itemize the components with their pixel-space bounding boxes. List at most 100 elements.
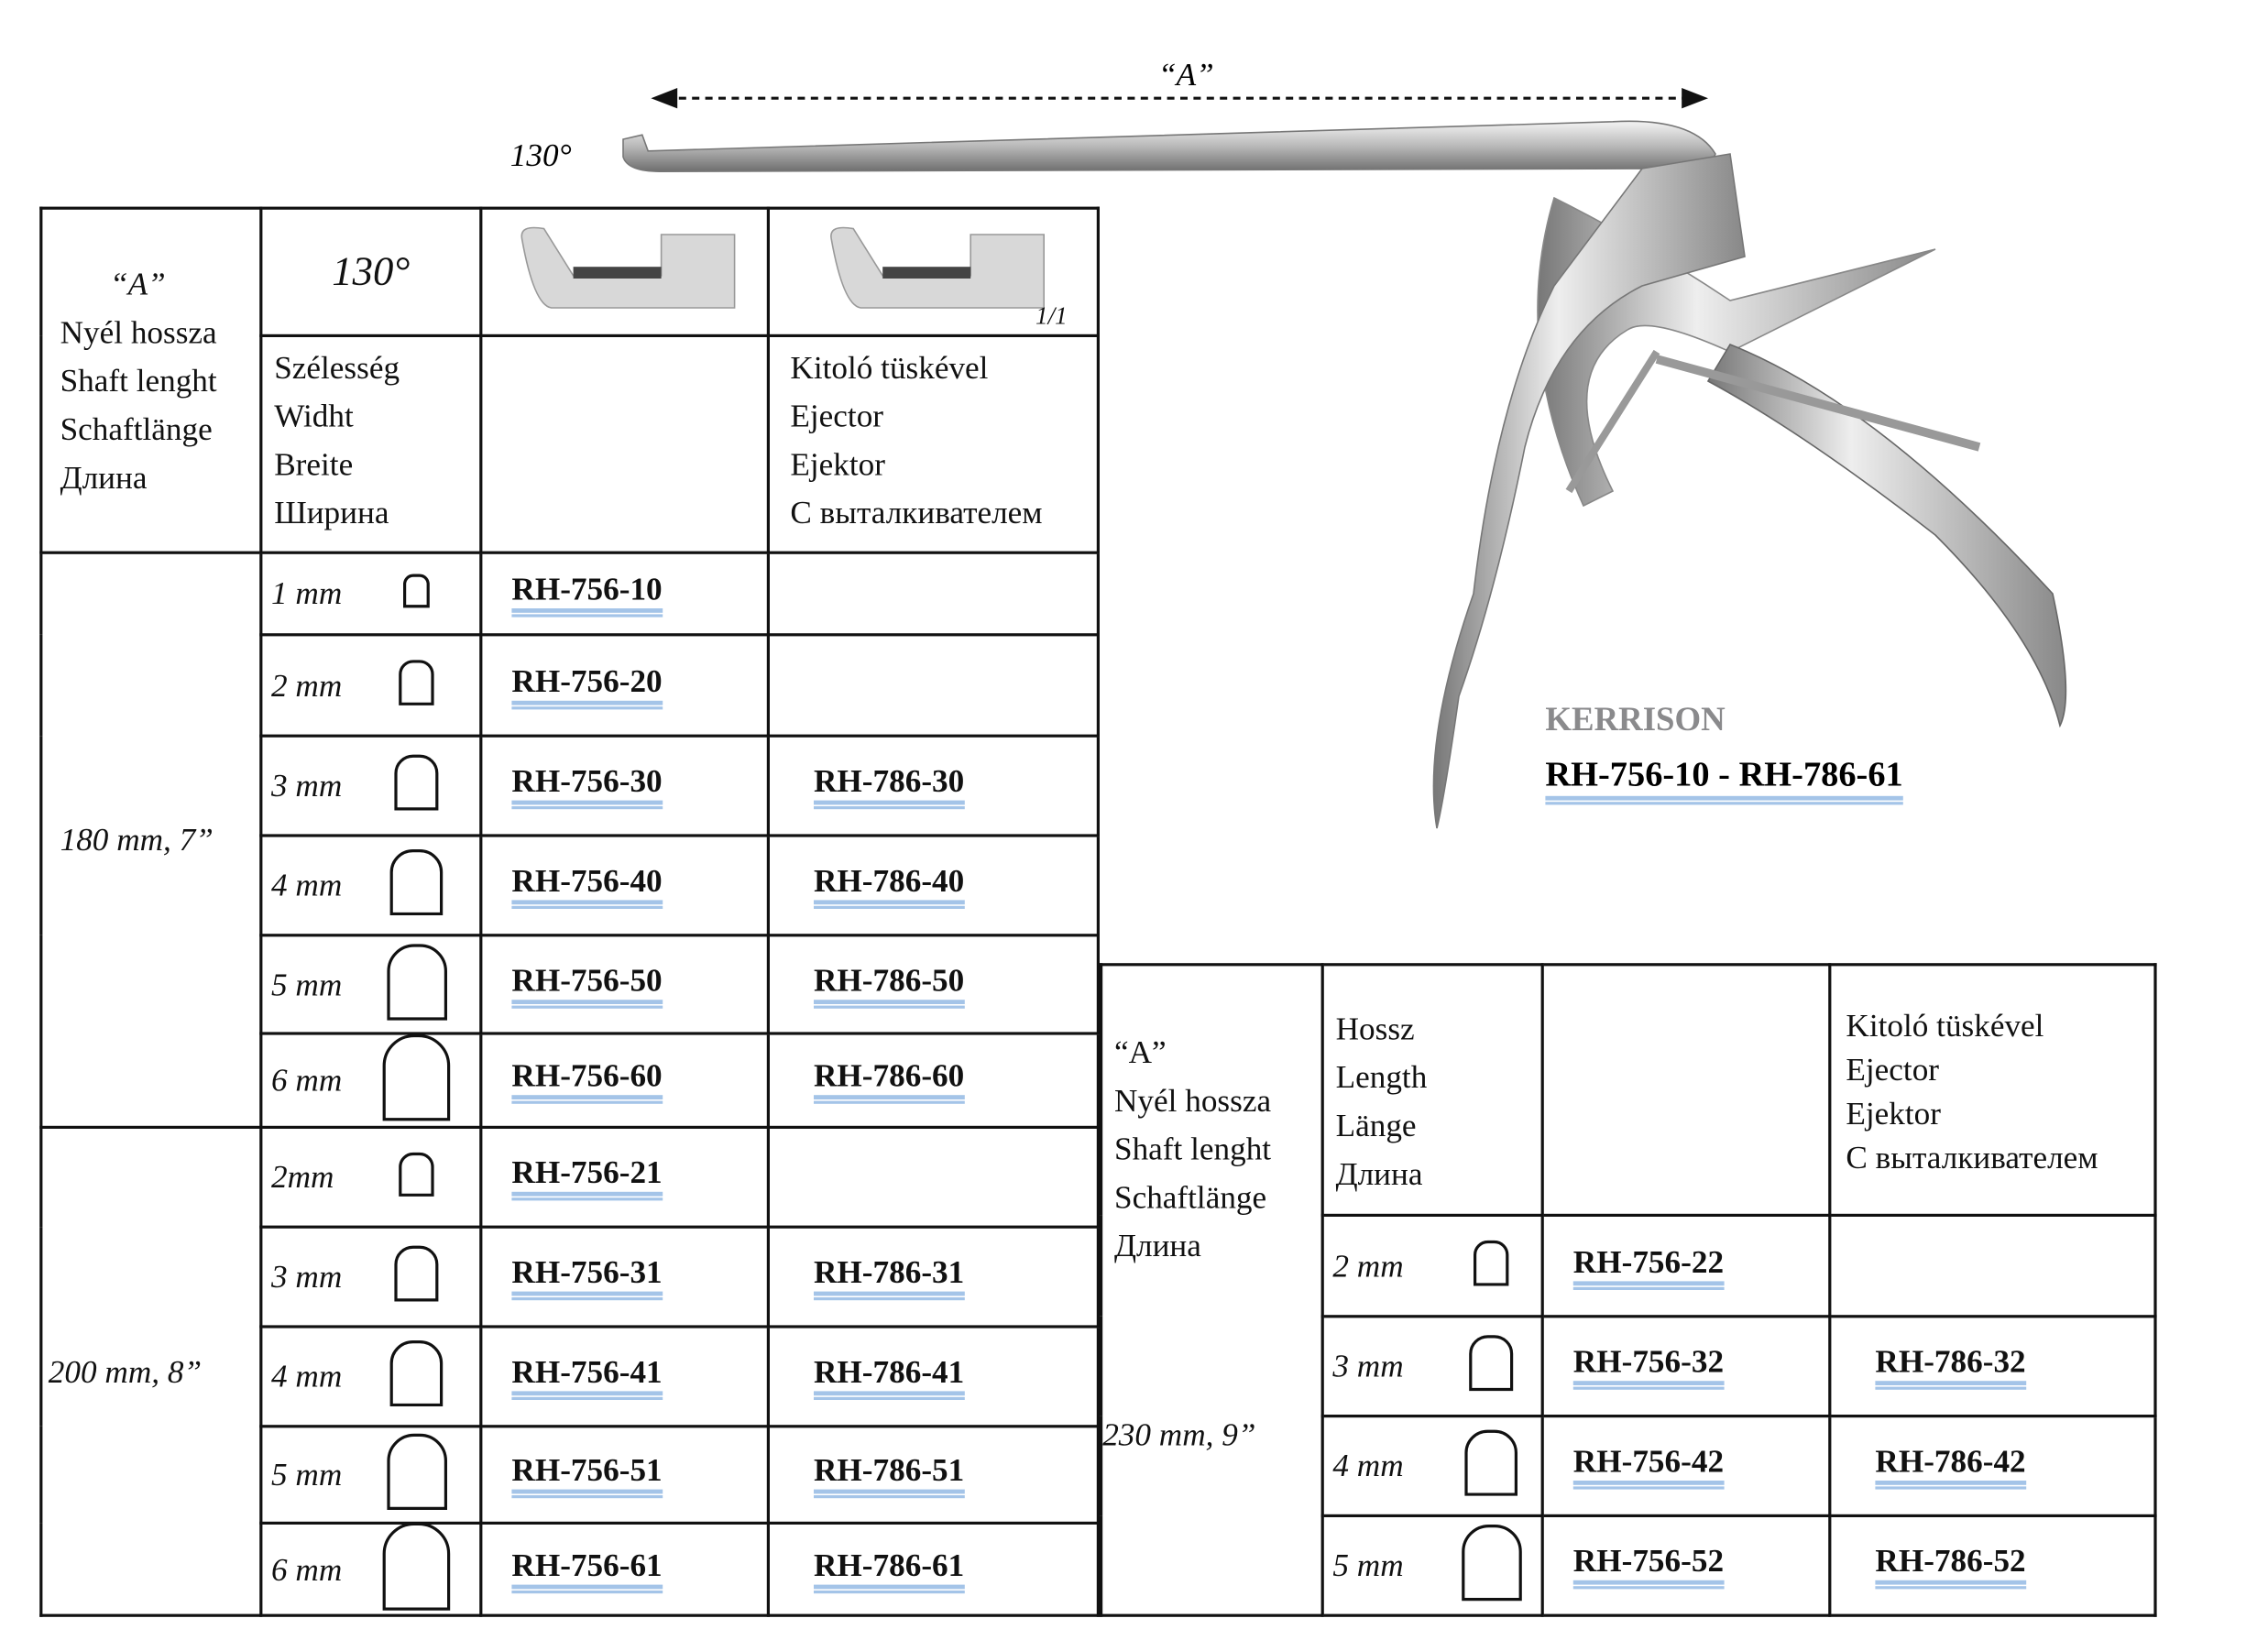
dimension-arrow [651,88,1708,109]
dimension-label: “A” [1158,55,1214,93]
jaw-width-icon [394,1246,438,1302]
jaw-width-icon [381,1523,451,1610]
jaw-size: 4 mm [1332,1447,1404,1484]
jaw-size: 3 mm [1332,1347,1404,1384]
product-code[interactable]: RH-756-21 [511,1153,663,1201]
angle-header: 130° [332,248,411,294]
ejector-label: Ejector [790,397,884,434]
ejector-product-code[interactable]: RH-786-32 [1875,1343,2026,1390]
ejector-label: С выталкивателем [790,494,1043,531]
jaw-width-icon [403,574,430,608]
product-code[interactable]: RH-756-32 [1572,1343,1724,1390]
shaft-length: 230 mm, 9” [1102,1416,1256,1453]
length-label: Hossz [1335,1010,1415,1047]
ejector-label: Kitoló tüskével [790,348,989,386]
scale-label: 1/1 [1035,301,1068,330]
jaw-size: 2mm [271,1158,334,1195]
header-label: Длина [1114,1227,1201,1264]
product-code[interactable]: RH-756-22 [1572,1242,1724,1290]
header-label: Schaftlänge [1114,1178,1267,1216]
ejector-product-code[interactable]: RH-786-30 [814,762,964,810]
product-code[interactable]: RH-756-41 [511,1353,663,1400]
table-row: 6 mm RH-756-60 RH-786-60 [41,1032,1101,1130]
ejector-label: Ejector [1846,1051,1940,1088]
header-label: Shaft lenght [1114,1130,1272,1167]
ejector-product-code[interactable]: RH-786-61 [814,1546,964,1593]
jaw-width-icon [399,660,434,705]
jaw-width-icon [1465,1429,1517,1496]
product-code[interactable]: RH-756-20 [511,661,663,709]
ejector-product-code[interactable]: RH-786-40 [814,862,964,909]
table-row: 2 mm RH-756-22 [1101,1213,2157,1318]
product-code[interactable]: RH-756-51 [511,1451,663,1499]
jaw-width-icon [1461,1525,1521,1602]
ejector-product-code[interactable]: RH-786-31 [814,1253,964,1301]
jaw-width-icon [386,1433,447,1510]
table-row: 5 mm RH-756-51 RH-786-51 [41,1425,1101,1525]
jaw-width-icon [1469,1335,1513,1392]
table-row: 4 mm RH-756-40 RH-786-40 [41,834,1101,937]
product-code[interactable]: RH-756-10 [511,570,663,618]
header-label: Nyél hossza [60,313,217,351]
header-label: Длина [60,458,148,496]
product-code[interactable]: RH-756-61 [511,1546,663,1593]
length-label: Длина [1335,1154,1423,1192]
length-label: Länge [1335,1107,1417,1143]
table-row: 4 mm RH-756-41 RH-786-41 [41,1325,1101,1428]
jaw-size: 5 mm [271,965,343,1002]
table-row: 3 mm RH-756-32 RH-786-32 [1101,1315,2157,1418]
jaw-size: 1 mm [271,574,343,612]
header-label: Shaft lenght [60,362,217,399]
length-label: Length [1335,1058,1428,1096]
product-name: KERRISON [1545,700,1726,738]
width-label: Ширина [274,494,389,531]
ejector-label: Ejektor [1846,1095,1942,1132]
ejector-product-code[interactable]: RH-786-50 [814,961,964,1008]
jaw-size: 4 mm [271,1357,343,1394]
width-label: Breite [274,445,354,483]
ejector-label: Kitoló tüskével [1846,1007,2044,1044]
jaw-size: 5 mm [271,1455,343,1492]
table-row: 2 mm RH-756-20 [41,633,1101,738]
ejector-jaw-image [829,226,1045,309]
width-label: Widht [274,397,354,434]
product-code[interactable]: RH-756-50 [511,961,663,1008]
jaw-size: 3 mm [271,1257,343,1295]
jaw-size: 6 mm [271,1061,343,1099]
jaw-width-icon [399,1152,434,1197]
product-code[interactable]: RH-756-30 [511,762,663,810]
product-code[interactable]: RH-756-31 [511,1253,663,1301]
table-row: 180 mm, 7” 1 mm RH-756-10 [39,551,1101,1130]
table-row: 3 mm RH-756-30 RH-786-30 [41,734,1101,837]
jaw-width-icon [381,1033,451,1121]
jaw-width-icon [390,849,443,916]
product-code-range: RH-756-10 - RH-786-61 [1545,757,1903,805]
kerrison-rongeur-image [622,120,2067,829]
table-row: 4 mm RH-756-42 RH-786-42 [1101,1414,2157,1518]
jaw-size: 4 mm [271,866,343,903]
width-label: Szélesség [274,348,400,386]
jaw-size: 2 mm [1332,1246,1404,1284]
shaft-length: 180 mm, 7” [60,821,214,858]
ejector-product-code[interactable]: RH-786-41 [814,1353,964,1400]
ejector-product-code[interactable]: RH-786-42 [1875,1442,2026,1490]
ejector-product-code[interactable]: RH-786-52 [1875,1542,2026,1590]
ejector-product-code[interactable]: RH-786-51 [814,1451,964,1499]
product-code[interactable]: RH-756-52 [1572,1542,1724,1590]
table-row: 200 mm, 8”2mm RH-756-21 [39,1125,1101,1617]
header-label: Nyél hossza [1114,1081,1272,1119]
table-row: 3 mm RH-756-31 RH-786-31 [41,1225,1101,1328]
product-code[interactable]: RH-756-42 [1572,1442,1724,1490]
ejector-product-code[interactable]: RH-786-60 [814,1057,964,1104]
header-label: “A” [110,265,166,302]
angle-label: 130° [509,136,572,173]
product-code[interactable]: RH-756-60 [511,1057,663,1104]
jaw-size: 2 mm [271,666,343,704]
jaw-size: 6 mm [271,1550,343,1587]
jaw-width-icon [390,1340,443,1407]
table-row: 5 mm RH-756-50 RH-786-50 [41,934,1101,1035]
product-code[interactable]: RH-756-40 [511,862,663,909]
